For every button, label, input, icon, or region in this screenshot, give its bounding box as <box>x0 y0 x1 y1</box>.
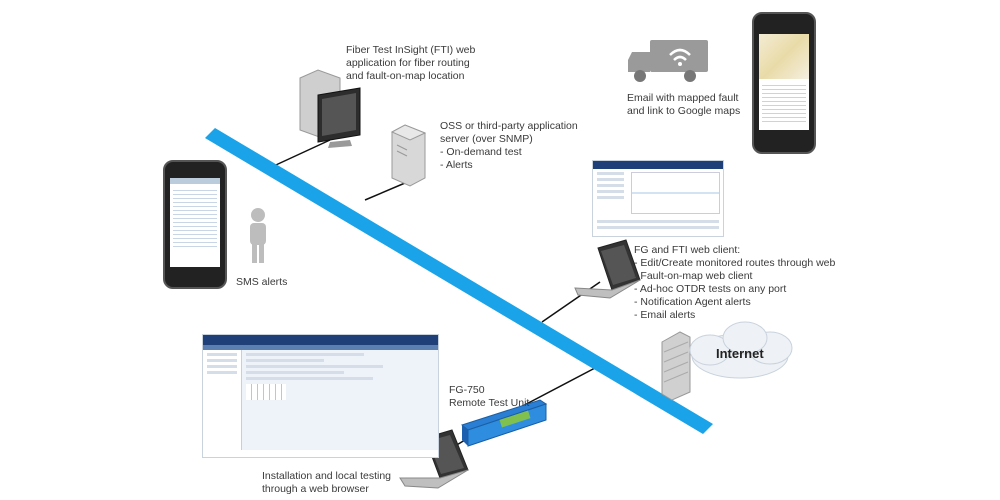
fti-server-label: Fiber Test InSight (FTI) web application… <box>346 44 476 82</box>
web-client-screenshot <box>592 160 724 237</box>
sms-phone-icon <box>163 160 227 289</box>
email-phone-icon <box>752 12 816 154</box>
laptop-web-client-icon <box>574 239 641 299</box>
email-label: Email with mapped fault and link to Goog… <box>627 92 741 117</box>
sms-label: SMS alerts <box>236 276 288 288</box>
install-label: Installation and local testing through a… <box>262 470 391 495</box>
link-rtu <box>514 367 596 411</box>
rtu-label: FG-750 Remote Test Unit <box>449 384 530 409</box>
lan-band <box>205 128 713 434</box>
link-oss-server <box>364 182 406 201</box>
fti-server-icon <box>299 69 361 148</box>
person-icon <box>250 208 266 263</box>
cloud-icon <box>689 321 793 379</box>
link-web-client <box>541 281 601 323</box>
oss-server-icon <box>390 124 427 187</box>
oss-server-label: OSS or third-party application server (o… <box>440 120 578 171</box>
install-browser-screenshot <box>202 334 439 458</box>
truck-icon <box>628 40 708 82</box>
internet-label: Internet <box>716 346 764 361</box>
web-client-label: FG and FTI web client: - Edit/Create mon… <box>634 244 836 321</box>
firewall-icon <box>661 331 691 401</box>
rtu-device-icon <box>460 399 548 447</box>
